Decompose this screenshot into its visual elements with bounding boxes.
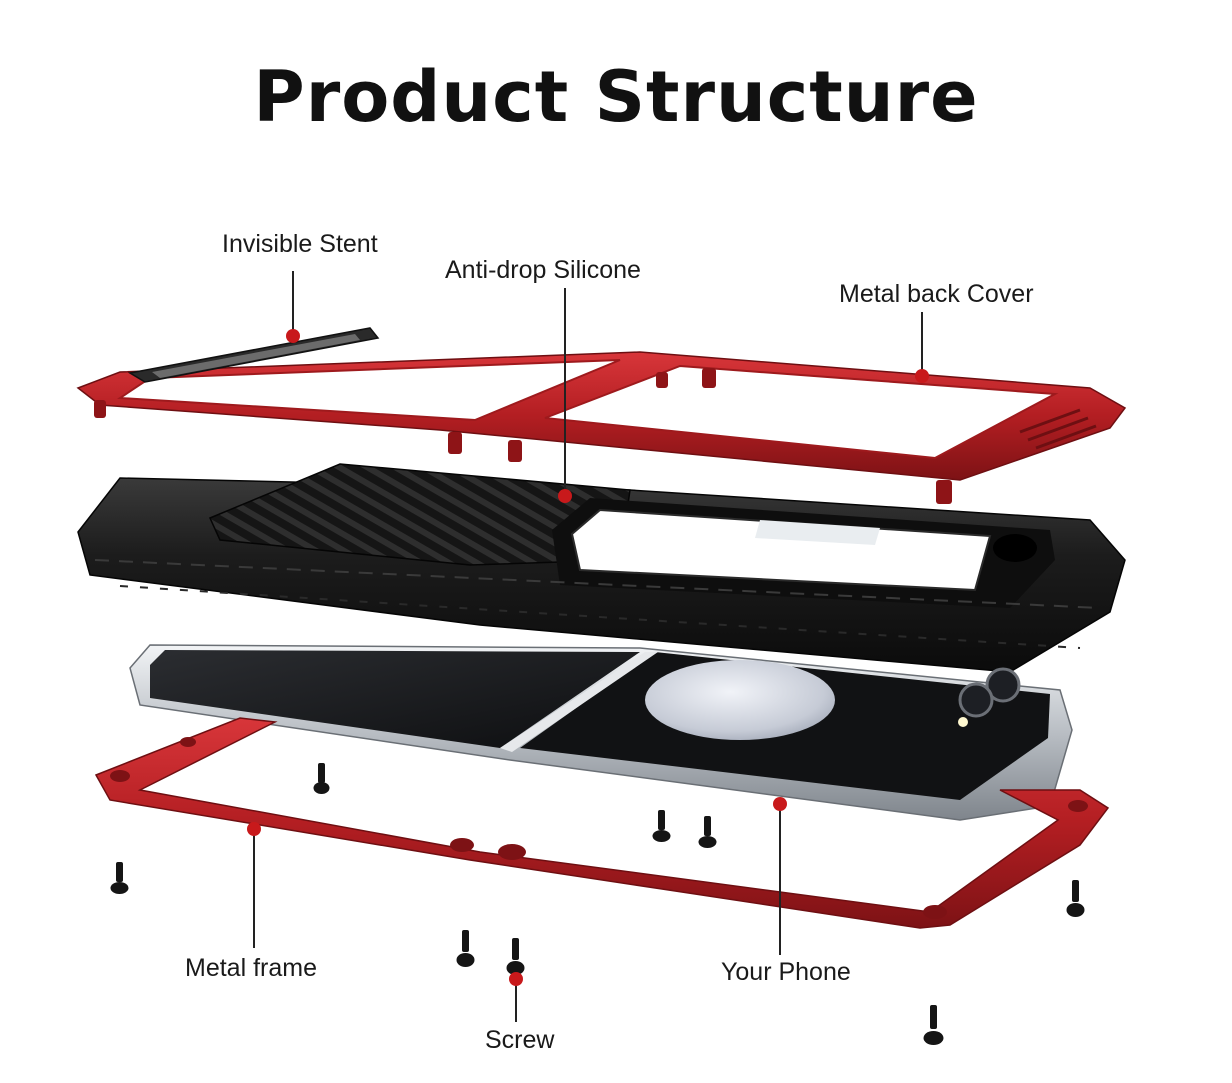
- callout-screw: [509, 972, 523, 1022]
- metal-back-cover: [76, 327, 1127, 504]
- screw-4: [698, 816, 717, 848]
- label-invisible-stent: Invisible Stent: [222, 230, 378, 258]
- screw-8: [923, 1005, 944, 1045]
- label-screw: Screw: [485, 1026, 555, 1054]
- screw-5: [456, 930, 475, 967]
- label-metal-frame: Metal frame: [185, 954, 317, 982]
- metal-frame: [94, 717, 1110, 929]
- page-title: Product Structure: [253, 56, 979, 138]
- callout-invisible-stent: [286, 271, 300, 343]
- anti-drop-silicone-case: [77, 463, 1126, 673]
- phone: [129, 644, 1073, 821]
- label-your-phone: Your Phone: [721, 958, 851, 986]
- screw-7: [1066, 880, 1085, 917]
- label-anti-drop-silicone: Anti-drop Silicone: [445, 256, 641, 284]
- callout-anti-drop-silicone: [558, 288, 572, 503]
- screws: [110, 763, 1085, 1045]
- callout-metal-frame: [247, 822, 261, 948]
- screw-1: [313, 763, 330, 794]
- label-metal-back-cover: Metal back Cover: [839, 280, 1034, 308]
- screw-2: [110, 862, 129, 894]
- callout-your-phone: [773, 797, 787, 955]
- screw-6: [506, 938, 525, 975]
- screw-3: [652, 810, 671, 842]
- callout-metal-back-cover: [915, 312, 929, 383]
